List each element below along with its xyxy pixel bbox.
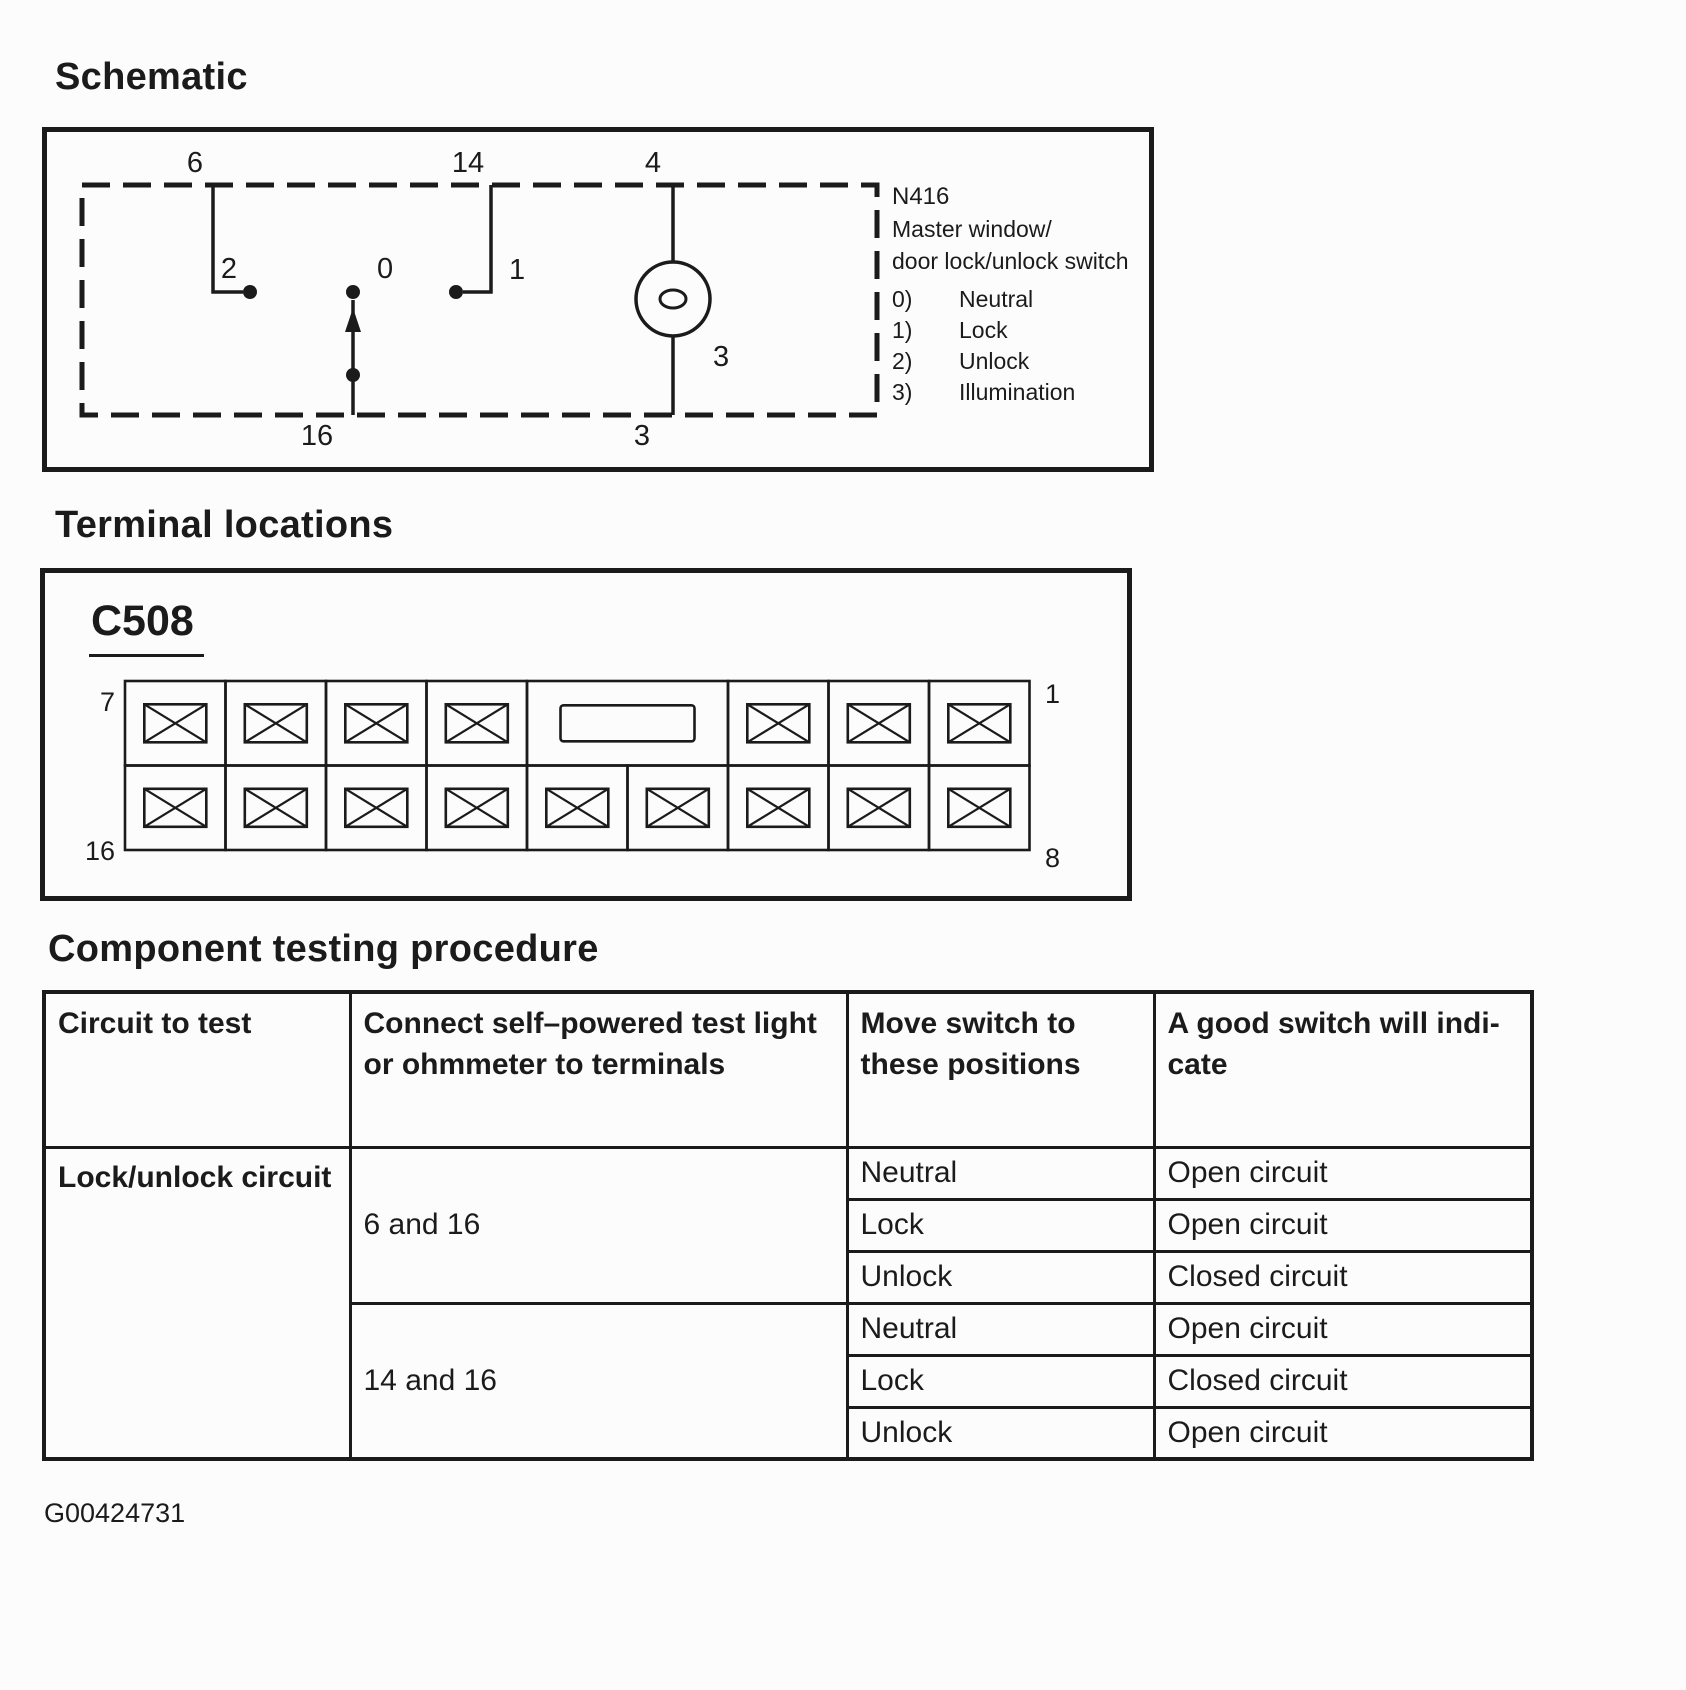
terminal-pin xyxy=(343,703,409,744)
terminals-cell-14-16: 14 and 16 xyxy=(348,1301,849,1461)
pin-16-label: 16 xyxy=(301,420,333,452)
schematic-title: Schematic xyxy=(55,56,248,98)
table-row: Lock Open circuit xyxy=(44,1197,1534,1253)
component-name-line1: Master window/ xyxy=(892,216,1052,242)
terminal-panel: C508 7 1 16 8 xyxy=(40,568,1132,901)
connector-diagram: 7 1 16 8 xyxy=(85,679,1060,873)
terminal-pin xyxy=(444,787,510,829)
component-name-line2: door lock/unlock switch xyxy=(892,248,1129,274)
legend-num-0: 0) xyxy=(892,286,912,312)
terminal-pin xyxy=(946,787,1012,829)
pin-4-label: 4 xyxy=(645,147,661,179)
terminal-cell xyxy=(525,679,730,767)
col-header-result: A good switch will indi- cate xyxy=(1152,990,1534,1149)
position-cell: Unlock xyxy=(845,1249,1156,1305)
connector-id: C508 xyxy=(89,597,204,657)
neutral-contact-dot xyxy=(346,285,360,299)
terminal-locations-title: Terminal locations xyxy=(55,504,394,546)
result-cell: Open circuit xyxy=(1152,1405,1534,1461)
terminal-pin xyxy=(745,787,811,829)
wire-pin6 xyxy=(211,185,243,294)
terminal-pin xyxy=(243,703,309,744)
figure-id: G00424731 xyxy=(44,1498,186,1528)
corner-label-7: 7 xyxy=(100,687,115,717)
schematic-panel: 6 14 4 2 1 0 3 16 3 N416 Master window/ … xyxy=(42,127,1154,472)
circuit-cell: Lock/unlock circuit xyxy=(42,1145,352,1461)
position-cell: Lock xyxy=(845,1353,1156,1409)
pin-14-label: 14 xyxy=(452,147,484,179)
terminal-pin xyxy=(143,787,208,829)
col-header-circuit: Circuit to test xyxy=(42,990,352,1149)
terminal-pin xyxy=(143,703,208,744)
testing-title: Component testing procedure xyxy=(48,928,599,970)
result-cell: Open circuit xyxy=(1152,1301,1534,1357)
legend-num-1: 1) xyxy=(892,317,912,343)
switch-boundary-dashed xyxy=(79,182,880,418)
position-cell: Lock xyxy=(845,1197,1156,1253)
table-row: Unlock Open circuit xyxy=(44,1405,1534,1461)
connector-grid xyxy=(123,679,1031,852)
terminal-pin xyxy=(745,703,811,744)
wiper-arrow xyxy=(345,308,361,332)
result-cell: Open circuit xyxy=(1152,1197,1534,1253)
neutral-contact-label: 0 xyxy=(377,253,393,285)
terminal-pin xyxy=(946,703,1012,744)
terminal-pin xyxy=(444,703,510,744)
terminal-pin xyxy=(846,703,912,744)
corner-label-16: 16 xyxy=(85,836,115,866)
lock-contact-label: 1 xyxy=(509,254,525,286)
legend-label-2: Unlock xyxy=(959,348,1030,374)
terminal-pin xyxy=(846,787,912,829)
wire-pin14 xyxy=(463,185,493,294)
table-row: Unlock Closed circuit xyxy=(44,1249,1534,1305)
position-cell: Unlock xyxy=(845,1405,1156,1461)
pin-3-label: 3 xyxy=(634,420,650,452)
result-cell: Closed circuit xyxy=(1152,1249,1534,1305)
lamp-filament xyxy=(658,288,688,310)
testing-table: Circuit to test Connect self–powered tes… xyxy=(42,990,1534,1461)
terminal-pin xyxy=(343,787,409,829)
legend-label-0: Neutral xyxy=(959,286,1033,312)
corner-label-8: 8 xyxy=(1045,843,1060,873)
legend-num-2: 2) xyxy=(892,348,912,374)
component-id: N416 xyxy=(892,183,949,210)
terminal-pin xyxy=(243,787,309,829)
col-header-positions: Move switch to these positions xyxy=(845,990,1156,1149)
legend-num-3: 3) xyxy=(892,379,912,405)
position-cell: Neutral xyxy=(845,1145,1156,1201)
terminals-cell-6-16: 6 and 16 xyxy=(348,1145,849,1305)
col-header-connect: Connect self–powered test light or ohmme… xyxy=(348,990,849,1149)
result-cell: Open circuit xyxy=(1152,1145,1534,1201)
header-row: Circuit to test Connect self–powered tes… xyxy=(42,990,1534,1149)
table-row: Lock Closed circuit xyxy=(44,1353,1534,1409)
keyway xyxy=(559,704,696,743)
unlock-contact-label: 2 xyxy=(221,253,237,285)
terminal-cell xyxy=(927,764,1031,852)
lock-contact-dot xyxy=(449,285,463,299)
terminal-pin xyxy=(544,787,610,829)
schematic-diagram: 6 14 4 2 1 0 3 16 3 N416 Master window/ … xyxy=(79,147,1129,452)
legend-label-1: Lock xyxy=(959,317,1008,343)
wiper-pivot-dot xyxy=(346,368,360,382)
illumination-lamp-icon xyxy=(634,260,712,338)
terminal-pin xyxy=(645,787,711,829)
pin-6-label: 6 xyxy=(187,147,203,179)
unlock-contact-dot xyxy=(243,285,257,299)
table-row: Lock/unlock circuit 6 and 16 Neutral Ope… xyxy=(42,1145,1534,1461)
table-row: 14 and 16 Neutral Open circuit xyxy=(44,1301,1534,1461)
legend-label-3: Illumination xyxy=(959,379,1075,405)
corner-label-1: 1 xyxy=(1045,679,1060,709)
position-cell: Neutral xyxy=(845,1301,1156,1357)
result-cell: Closed circuit xyxy=(1152,1353,1534,1409)
lamp-label: 3 xyxy=(713,341,729,373)
